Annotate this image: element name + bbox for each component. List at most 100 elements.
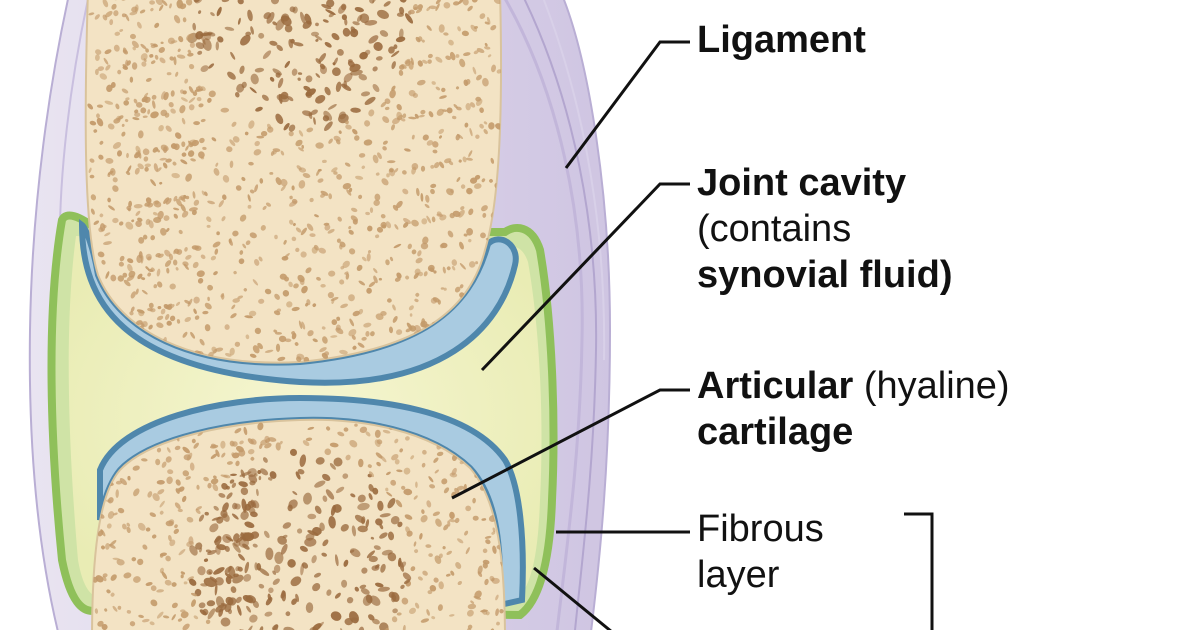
spongy-bone-pore (390, 479, 397, 486)
spongy-bone-pore (147, 272, 152, 277)
spongy-bone-pore (198, 10, 202, 14)
spongy-bone-pore (88, 12, 95, 16)
spongy-bone-pore (458, 159, 462, 163)
spongy-bone-pore (184, 247, 188, 252)
spongy-bone-pore (401, 63, 407, 69)
spongy-bone-pore (249, 353, 257, 358)
spongy-bone-pore (112, 217, 119, 224)
spongy-bone-pore (204, 511, 209, 516)
spongy-bone-pore (385, 221, 392, 229)
spongy-bone-pore (348, 229, 354, 235)
spongy-bone-pore (298, 147, 304, 152)
spongy-bone-pore (185, 476, 191, 480)
spongy-bone-pore (443, 524, 449, 531)
spongy-bone-pore (155, 458, 161, 466)
spongy-bone-pore (314, 505, 322, 514)
spongy-bone-pore (288, 131, 294, 137)
spongy-bone-pore (246, 625, 253, 630)
spongy-bone-pore (386, 160, 396, 164)
spongy-bone-pore (173, 248, 180, 254)
spongy-bone-pore (361, 336, 367, 341)
spongy-bone-pore (482, 77, 489, 87)
spongy-bone-pore (415, 292, 420, 297)
spongy-bone-pore (287, 96, 294, 102)
spongy-bone-pore (426, 609, 430, 616)
spongy-bone-pore (298, 130, 304, 137)
spongy-bone-pore (213, 567, 225, 575)
spongy-bone-pore (165, 158, 172, 163)
spongy-bone-pore (125, 97, 130, 101)
spongy-bone-pore (258, 32, 265, 39)
spongy-bone-pore (167, 37, 175, 45)
spongy-bone-pore (372, 618, 380, 625)
spongy-bone-pore (153, 163, 159, 172)
spongy-bone-pore (403, 218, 411, 224)
spongy-bone-pore (252, 279, 259, 286)
spongy-bone-pore (459, 58, 466, 68)
spongy-bone-pore (92, 576, 99, 583)
spongy-bone-pore (149, 0, 155, 5)
spongy-bone-pore (350, 215, 359, 222)
spongy-bone-pore (339, 279, 345, 285)
spongy-bone-pore (181, 495, 187, 503)
spongy-bone-pore (433, 577, 439, 583)
spongy-bone-pore (110, 592, 115, 597)
spongy-bone-pore (185, 0, 193, 6)
spongy-bone-pore (178, 36, 184, 43)
spongy-bone-pore (156, 447, 162, 453)
joint-cavity-line3: synovial fluid) (697, 254, 953, 296)
spongy-bone-pore (338, 4, 346, 14)
spongy-bone-pore (200, 583, 208, 587)
spongy-bone-pore (291, 185, 295, 191)
spongy-bone-pore (449, 614, 455, 617)
spongy-bone-pore (166, 72, 172, 76)
spongy-bone-pore (265, 547, 274, 561)
spongy-bone-pore (373, 545, 381, 550)
spongy-bone-pore (359, 13, 370, 24)
spongy-bone-pore (220, 440, 226, 449)
spongy-bone-pore (235, 596, 242, 604)
spongy-bone-pore (343, 73, 353, 83)
spongy-bone-pore (185, 173, 192, 182)
spongy-bone-pore (320, 190, 329, 196)
spongy-bone-pore (417, 60, 423, 67)
spongy-bone-pore (264, 443, 272, 449)
spongy-bone-pore (395, 36, 406, 43)
spongy-bone-pore (367, 225, 373, 232)
spongy-bone-pore (244, 315, 254, 319)
spongy-bone-pore (181, 117, 186, 125)
spongy-bone-pore (431, 616, 436, 620)
spongy-bone-pore (137, 522, 146, 531)
spongy-bone-pore (141, 277, 146, 281)
spongy-bone-pore (105, 271, 110, 279)
spongy-bone-pore (134, 167, 140, 175)
spongy-bone-pore (145, 582, 153, 586)
spongy-bone-pore (213, 168, 220, 176)
spongy-bone-pore (396, 200, 403, 209)
spongy-bone-pore (274, 293, 280, 300)
spongy-bone-pore (277, 356, 286, 362)
spongy-bone-pore (93, 129, 98, 133)
spongy-bone-pore (415, 481, 418, 488)
spongy-bone-pore (122, 49, 129, 55)
spongy-bone-pore (258, 476, 262, 481)
spongy-bone-pore (145, 48, 149, 53)
spongy-bone-pore (232, 230, 239, 237)
spongy-bone-pore (138, 309, 145, 317)
spongy-bone-pore (442, 266, 446, 274)
spongy-bone-pore (432, 149, 438, 154)
spongy-bone-pore (466, 187, 473, 195)
spongy-bone-pore (95, 49, 102, 55)
spongy-bone-pore (354, 135, 360, 141)
spongy-bone-pore (305, 602, 314, 613)
spongy-bone-pore (388, 46, 395, 54)
spongy-bone-pore (141, 61, 147, 67)
spongy-bone-pore (330, 611, 342, 621)
spongy-bone-pore (483, 129, 488, 135)
spongy-bone-pore (377, 500, 384, 511)
spongy-bone-pore (236, 604, 242, 616)
spongy-bone-pore (122, 523, 127, 530)
spongy-bone-pore (395, 499, 403, 508)
spongy-bone-pore (464, 122, 469, 128)
spongy-bone-pore (466, 157, 473, 161)
